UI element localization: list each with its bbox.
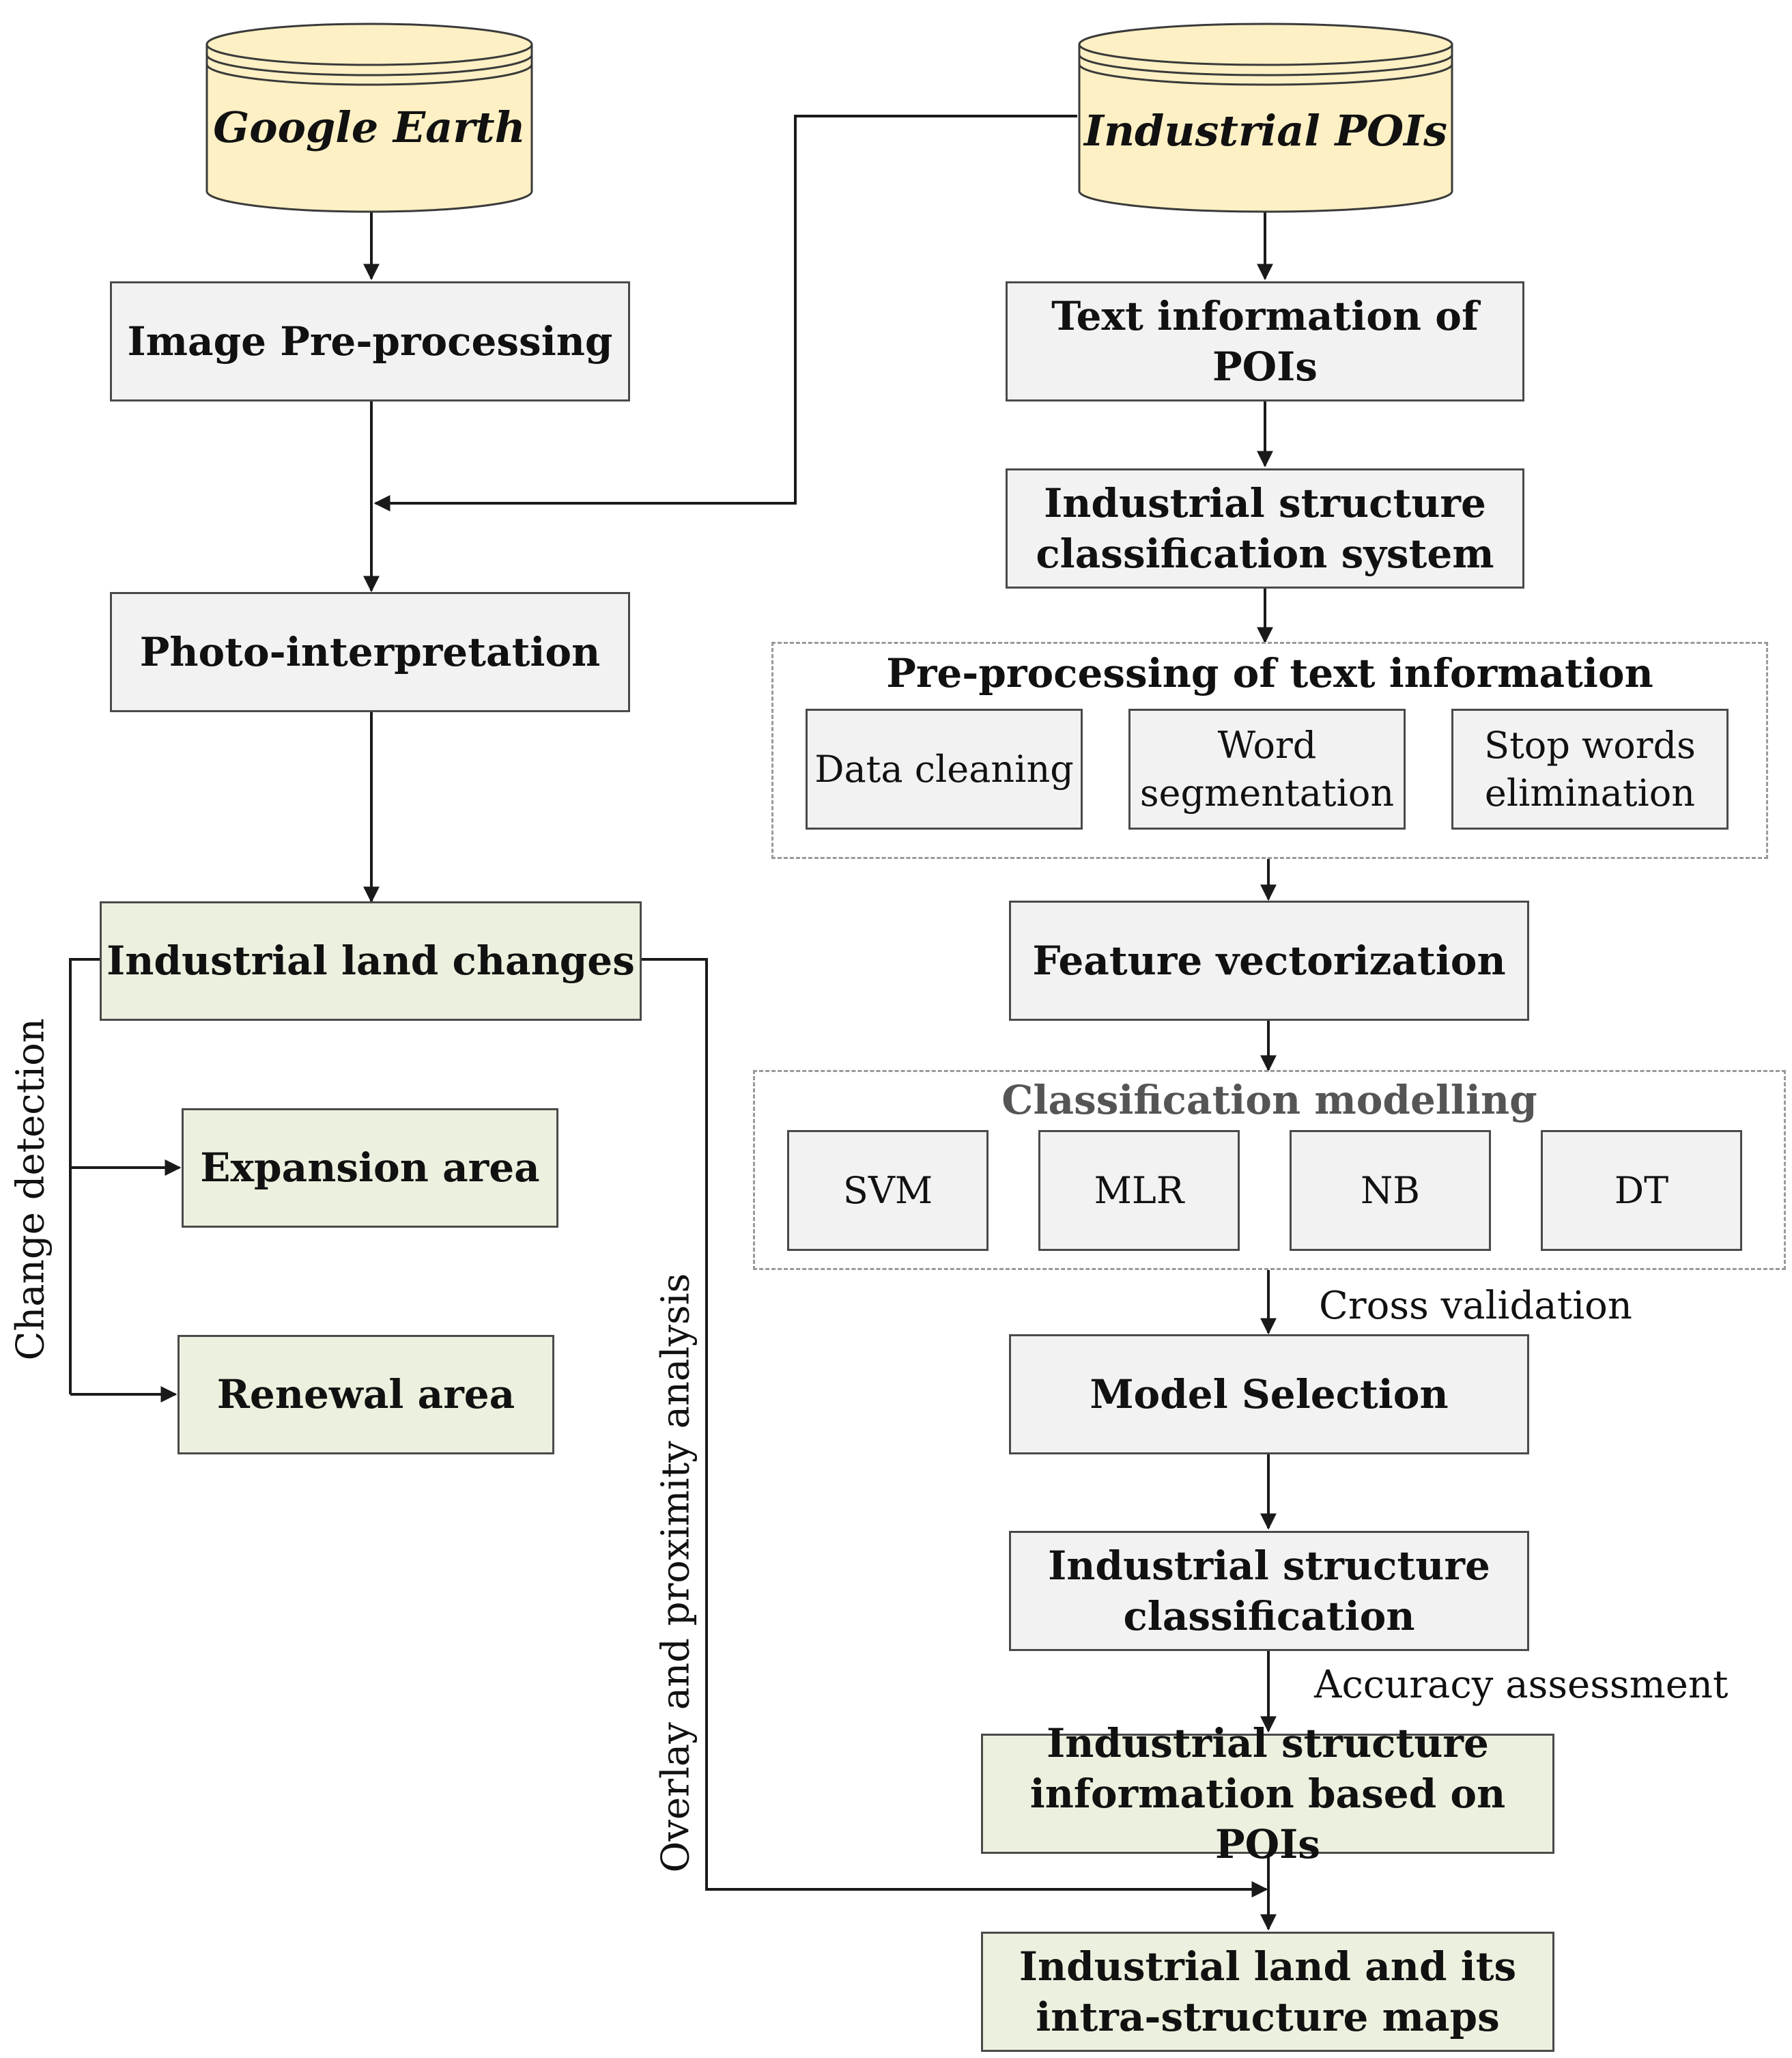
industrial-pois-label: Industrial POIs <box>1083 106 1448 156</box>
industrial-land-changes-box: Industrial land changes <box>100 901 642 1021</box>
renewal-area-box: Renewal area <box>177 1335 554 1454</box>
preprocessing-group <box>771 642 1768 859</box>
structure-classification-box: Industrial structure classification <box>1009 1531 1529 1651</box>
structure-information-box: Industrial structure information based o… <box>981 1720 1554 1867</box>
arrow-overlay-to-final <box>642 958 1268 1898</box>
modelling-group <box>753 1070 1786 1270</box>
final-output-box: Industrial land and its intra-structure … <box>981 1932 1554 2052</box>
photo-interpretation-box: Photo-interpretation <box>110 592 630 712</box>
database-icon <box>1078 23 1453 213</box>
data-cleaning-box: Data cleaning <box>806 709 1083 830</box>
preprocessing-group-title: Pre-processing of text information <box>886 650 1653 696</box>
dt-box: DT <box>1541 1130 1742 1251</box>
mlr-box: MLR <box>1038 1130 1240 1251</box>
feature-vectorization-box: Feature vectorization <box>1009 901 1529 1021</box>
arrow-pois-to-photo <box>373 115 1077 511</box>
google-earth-label: Google Earth <box>213 102 526 152</box>
modelling-group-title: Classification modelling <box>1001 1077 1537 1123</box>
industrial-pois-database: Industrial POIs <box>1077 20 1454 215</box>
model-selection-box: Model Selection <box>1009 1334 1529 1454</box>
classification-system-box: Industrial structure classification syst… <box>1006 468 1524 589</box>
text-information-box: Text information of POIs <box>1006 281 1524 401</box>
database-icon <box>205 23 533 213</box>
accuracy-assessment-label: Accuracy assessment <box>1314 1663 1729 1707</box>
image-preprocessing-box: Image Pre-processing <box>110 281 630 401</box>
nb-box: NB <box>1290 1130 1491 1251</box>
change-detection-label: Change detection <box>8 1018 53 1361</box>
stop-words-box: Stop words elimination <box>1451 709 1729 830</box>
expansion-area-box: Expansion area <box>182 1108 558 1228</box>
word-segmentation-box: Word segmentation <box>1128 709 1406 830</box>
svm-box: SVM <box>787 1130 989 1251</box>
google-earth-database: Google Earth <box>205 20 534 215</box>
change-detection-trunk <box>69 958 100 1394</box>
cross-validation-label: Cross validation <box>1319 1284 1632 1328</box>
overlay-analysis-label: Overlay and proximity analysis <box>653 1273 698 1873</box>
